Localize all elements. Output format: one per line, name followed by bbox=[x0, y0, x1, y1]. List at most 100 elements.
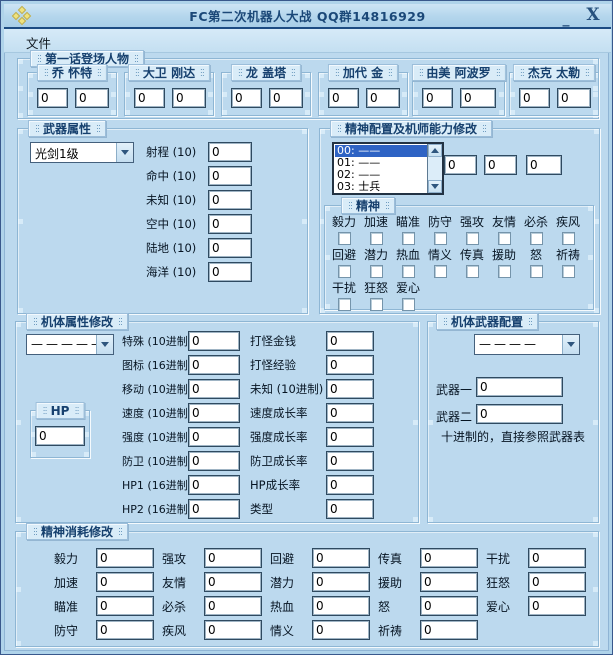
list-item[interactable]: 03: 士兵 bbox=[337, 180, 381, 193]
cost-input[interactable] bbox=[96, 572, 154, 592]
field-input[interactable] bbox=[188, 379, 240, 399]
cost-input[interactable] bbox=[528, 572, 586, 592]
cost-input[interactable] bbox=[204, 596, 262, 616]
list-item[interactable]: 01: —— bbox=[337, 156, 381, 169]
field-input[interactable] bbox=[188, 355, 240, 375]
field-input[interactable] bbox=[208, 238, 252, 258]
field-input[interactable] bbox=[208, 214, 252, 234]
group-title: 机体属性修改 bbox=[41, 315, 114, 329]
cost-input[interactable] bbox=[420, 620, 478, 640]
spirit-checkbox[interactable] bbox=[433, 232, 447, 245]
list-item[interactable]: 00: —— bbox=[335, 145, 427, 157]
spirit-checkbox[interactable] bbox=[337, 298, 351, 311]
spirit-checkbox[interactable] bbox=[529, 265, 543, 278]
spirit-checkbox[interactable] bbox=[465, 232, 479, 245]
field-input[interactable] bbox=[208, 262, 252, 282]
character-value-1[interactable] bbox=[134, 88, 165, 108]
field-input[interactable] bbox=[208, 190, 252, 210]
spirit-checkbox[interactable] bbox=[465, 265, 479, 278]
cost-input[interactable] bbox=[420, 548, 478, 568]
chevron-down-icon[interactable] bbox=[96, 335, 113, 354]
cost-input[interactable] bbox=[96, 548, 154, 568]
field-input[interactable] bbox=[188, 427, 240, 447]
listbox-scrollbar[interactable] bbox=[427, 144, 442, 193]
field-input[interactable] bbox=[326, 499, 374, 519]
menu-item-file[interactable]: 文件 bbox=[26, 36, 52, 51]
ability-input-3[interactable] bbox=[526, 155, 562, 175]
cost-input[interactable] bbox=[204, 548, 262, 568]
field-input[interactable] bbox=[188, 331, 240, 351]
chevron-down-icon[interactable] bbox=[562, 335, 579, 354]
character-value-2[interactable] bbox=[172, 88, 206, 108]
character-value-1[interactable] bbox=[231, 88, 262, 108]
field-input[interactable] bbox=[188, 475, 240, 495]
character-value-2[interactable] bbox=[269, 88, 303, 108]
spirit-checkbox[interactable] bbox=[401, 265, 415, 278]
spirit-checkbox[interactable] bbox=[561, 265, 575, 278]
spirit-checkbox[interactable] bbox=[369, 298, 383, 311]
cost-input[interactable] bbox=[528, 548, 586, 568]
field-input[interactable] bbox=[326, 475, 374, 495]
field-input[interactable] bbox=[326, 403, 374, 423]
cost-input[interactable] bbox=[420, 596, 478, 616]
character-value-1[interactable] bbox=[422, 88, 453, 108]
dots-icon bbox=[135, 55, 137, 56]
scroll-down-icon[interactable] bbox=[428, 180, 442, 193]
minimize-button[interactable]: _ bbox=[562, 11, 570, 27]
mech-select-value: —————— bbox=[31, 337, 96, 351]
spirit-checkbox[interactable] bbox=[497, 265, 511, 278]
spirit-checkbox[interactable] bbox=[337, 265, 351, 278]
cost-input[interactable] bbox=[96, 596, 154, 616]
hp-input[interactable] bbox=[35, 426, 85, 446]
field-input[interactable] bbox=[326, 379, 374, 399]
cost-input[interactable] bbox=[204, 572, 262, 592]
spirit-checkbox[interactable] bbox=[369, 232, 383, 245]
cost-input[interactable] bbox=[312, 596, 370, 616]
field-input[interactable] bbox=[188, 403, 240, 423]
spirit-checkbox[interactable] bbox=[561, 232, 575, 245]
cost-input[interactable] bbox=[312, 620, 370, 640]
field-input[interactable] bbox=[326, 355, 374, 375]
cost-input[interactable] bbox=[312, 572, 370, 592]
cost-input[interactable] bbox=[528, 596, 586, 616]
close-button[interactable]: X bbox=[586, 5, 600, 25]
field-input[interactable] bbox=[208, 166, 252, 186]
spirit-checkbox[interactable] bbox=[497, 232, 511, 245]
ability-input-1[interactable] bbox=[444, 155, 477, 175]
field-input[interactable] bbox=[326, 427, 374, 447]
mech-select[interactable]: —————— bbox=[26, 334, 114, 355]
field-input[interactable] bbox=[326, 451, 374, 471]
cost-input[interactable] bbox=[312, 548, 370, 568]
field-input[interactable] bbox=[326, 331, 374, 351]
spirit-label: 疾风 bbox=[555, 215, 580, 229]
character-value-2[interactable] bbox=[366, 88, 400, 108]
cost-input[interactable] bbox=[96, 620, 154, 640]
character-value-2[interactable] bbox=[460, 88, 496, 108]
cost-input[interactable] bbox=[204, 620, 262, 640]
ability-input-2[interactable] bbox=[484, 155, 517, 175]
field-input[interactable] bbox=[188, 499, 240, 519]
pilot-listbox[interactable]: 00: —— 01: —— 02: —— 03: 士兵 bbox=[332, 142, 444, 195]
spirit-checkbox[interactable] bbox=[433, 265, 447, 278]
field-input[interactable] bbox=[188, 451, 240, 471]
spirit-checkbox[interactable] bbox=[529, 232, 543, 245]
chevron-down-icon[interactable] bbox=[116, 143, 133, 162]
character-value-2[interactable] bbox=[75, 88, 109, 108]
spirit-checkbox[interactable] bbox=[369, 265, 383, 278]
character-value-1[interactable] bbox=[519, 88, 550, 108]
character-value-2[interactable] bbox=[557, 88, 591, 108]
weapon1-input[interactable] bbox=[476, 377, 563, 397]
character-value-1[interactable] bbox=[328, 88, 359, 108]
list-item[interactable]: 02: —— bbox=[337, 168, 381, 181]
cost-input[interactable] bbox=[420, 572, 478, 592]
spirit-checkbox[interactable] bbox=[337, 232, 351, 245]
character-value-1[interactable] bbox=[37, 88, 68, 108]
weapon-select[interactable]: 光剑1级 bbox=[30, 142, 134, 163]
spirit-checkbox[interactable] bbox=[401, 298, 415, 311]
mech-weapon-select[interactable]: ———— bbox=[474, 334, 580, 355]
weapon2-input[interactable] bbox=[476, 404, 563, 424]
field-input[interactable] bbox=[208, 142, 252, 162]
spirit-checkbox[interactable] bbox=[401, 232, 415, 245]
cost-label: 情义 bbox=[270, 623, 295, 638]
scroll-up-icon[interactable] bbox=[428, 144, 442, 157]
